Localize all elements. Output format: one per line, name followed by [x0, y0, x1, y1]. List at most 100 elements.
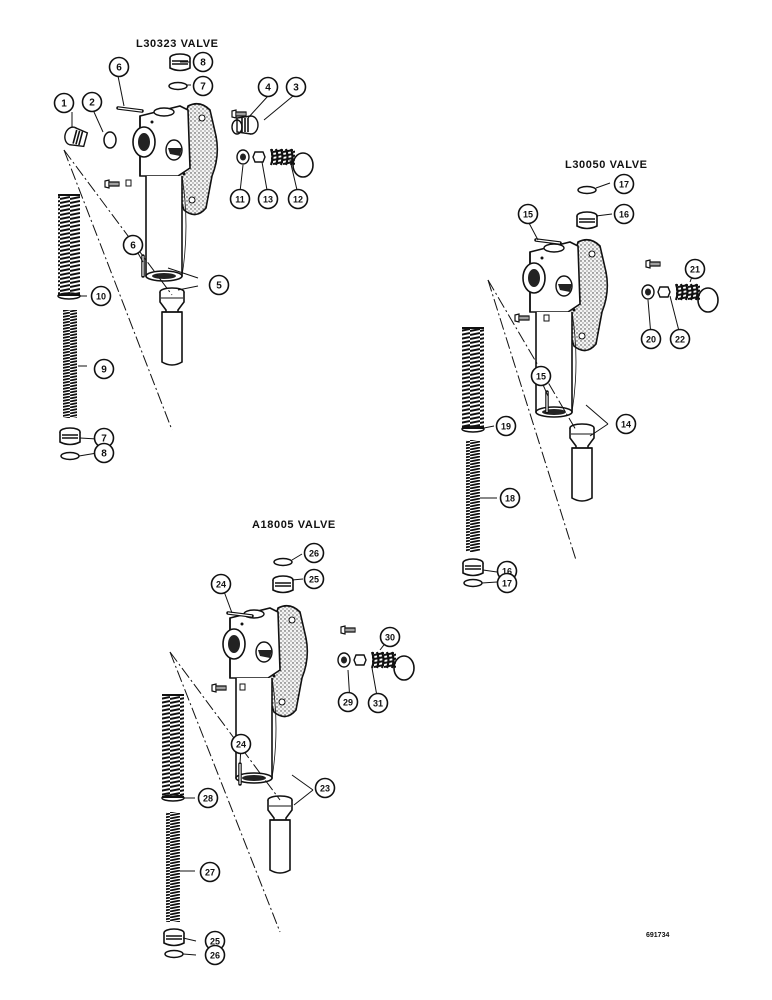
- callout-c2: 2: [81, 91, 103, 113]
- callout-label: 1: [61, 99, 67, 110]
- callout-circle: [496, 572, 518, 594]
- callout-label: 9: [101, 365, 107, 376]
- callout-circle: [208, 274, 230, 296]
- callout-c18: 18: [499, 487, 521, 509]
- callout-c8a: 8: [192, 51, 214, 73]
- callout-circle: [257, 188, 279, 210]
- callout-c25a: 25: [303, 568, 325, 590]
- callout-circle: [287, 188, 309, 210]
- callout-c31: 31: [367, 692, 389, 714]
- callout-label: 25: [309, 575, 319, 585]
- callout-label: 26: [309, 549, 319, 559]
- callout-circle: [81, 91, 103, 113]
- callout-circle: [314, 777, 336, 799]
- title-l30050-valve: L30050 VALVE: [565, 159, 648, 171]
- callout-c17a: 17: [613, 173, 635, 195]
- callout-c30: 30: [379, 626, 401, 648]
- callout-label: 24: [236, 740, 246, 750]
- callout-circle: [53, 92, 75, 114]
- callout-c1: 1: [53, 92, 75, 114]
- callout-circle: [122, 234, 144, 256]
- callout-circle: [640, 328, 662, 350]
- callout-label: 5: [216, 281, 222, 292]
- callout-c12: 12: [287, 188, 309, 210]
- callout-label: 30: [385, 633, 395, 643]
- callout-circle: [93, 442, 115, 464]
- callout-circle: [303, 542, 325, 564]
- callout-label: 8: [101, 449, 107, 460]
- callout-label: 16: [619, 210, 629, 220]
- callout-label: 20: [646, 335, 656, 345]
- callout-label: 6: [116, 63, 122, 74]
- callout-circle: [230, 733, 252, 755]
- callout-circle: [285, 76, 307, 98]
- callout-circle: [303, 568, 325, 590]
- callout-label: 22: [675, 335, 685, 345]
- callout-c26a: 26: [303, 542, 325, 564]
- callout-c8b: 8: [93, 442, 115, 464]
- title-l30323-valve: L30323 VALVE: [136, 38, 219, 50]
- callout-c11: 11: [229, 188, 251, 210]
- callout-label: 18: [505, 494, 515, 504]
- callout-circle: [197, 787, 219, 809]
- callout-label: 16: [502, 567, 512, 577]
- callout-circle: [204, 944, 226, 966]
- callout-circle: [229, 188, 251, 210]
- callout-label: 15: [536, 372, 546, 382]
- callout-c19: 19: [495, 415, 517, 437]
- callout-circle: [669, 328, 691, 350]
- callout-label: 4: [265, 83, 271, 94]
- callout-circle: [530, 365, 552, 387]
- callout-c15a: 15: [517, 203, 539, 225]
- callout-circle: [257, 76, 279, 98]
- callout-c16a: 16: [613, 203, 635, 225]
- callout-c14: 14: [615, 413, 637, 435]
- callout-circle: [684, 258, 706, 280]
- callout-label: 7: [101, 434, 107, 445]
- callout-circle: [210, 573, 232, 595]
- valve-l30050-assembly: [461, 185, 720, 588]
- callout-c22: 22: [669, 328, 691, 350]
- callout-label: 24: [216, 580, 226, 590]
- callout-label: 27: [205, 868, 215, 878]
- callout-label: 17: [502, 579, 512, 589]
- title-a18005-valve: A18005 VALVE: [252, 519, 336, 531]
- callout-c10: 10: [90, 285, 112, 307]
- callout-label: 12: [293, 195, 303, 205]
- callout-c13: 13: [257, 188, 279, 210]
- callout-c26b: 26: [204, 944, 226, 966]
- callout-c17b: 17: [496, 572, 518, 594]
- valve-l30323-assembly: [57, 53, 315, 461]
- callout-circle: [192, 51, 214, 73]
- callout-label: 3: [293, 83, 299, 94]
- callout-label: 21: [690, 265, 700, 275]
- callout-circle: [499, 487, 521, 509]
- valve-a18005-assembly: [161, 557, 416, 959]
- callout-circle: [613, 203, 635, 225]
- callout-c6b: 6: [122, 234, 144, 256]
- callout-label: 8: [200, 58, 206, 69]
- callout-circle: [613, 173, 635, 195]
- callout-c27: 27: [199, 861, 221, 883]
- callout-label: 13: [263, 195, 273, 205]
- callout-label: 23: [320, 784, 330, 794]
- callout-label: 28: [203, 794, 213, 804]
- callout-c20: 20: [640, 328, 662, 350]
- callout-circle: [495, 415, 517, 437]
- callout-c29: 29: [337, 691, 359, 713]
- callout-label: 26: [210, 951, 220, 961]
- callout-circle: [108, 56, 130, 78]
- callout-label: 31: [373, 699, 383, 709]
- callout-label: 17: [619, 180, 629, 190]
- callout-c24b: 24: [230, 733, 252, 755]
- callout-c24a: 24: [210, 573, 232, 595]
- callout-label: 25: [210, 937, 220, 947]
- callout-circle: [615, 413, 637, 435]
- callout-c28: 28: [197, 787, 219, 809]
- figure-number: 691734: [646, 932, 670, 939]
- callout-label: 19: [501, 422, 511, 432]
- callout-label: 14: [621, 420, 631, 430]
- callout-circle: [379, 626, 401, 648]
- callout-c4: 4: [257, 76, 279, 98]
